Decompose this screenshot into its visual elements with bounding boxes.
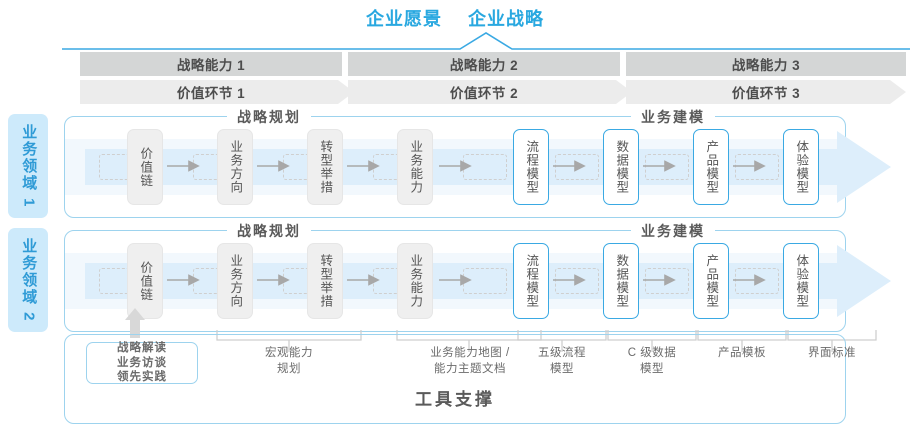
row2-arrow-2 — [347, 274, 380, 286]
row2-node-value-chain-label: 价值链 — [138, 260, 153, 302]
tool-label-macro-capability-text: 宏观能力规划 — [265, 347, 313, 375]
row1-node-value-chain-label: 价值链 — [138, 146, 153, 188]
row2-node-data-model[interactable]: 数据模型 — [603, 243, 639, 319]
row1-node-product-model[interactable]: 产品模型 — [693, 129, 729, 205]
value-chain-label-3: 价值环节 3 — [731, 86, 801, 101]
row2-dash-6 — [645, 268, 689, 294]
domain-tag-2: 业务领域 2 — [8, 228, 48, 332]
row1-node-value-chain[interactable]: 价值链 — [127, 129, 163, 205]
title-enterprise-vision: 企业愿景 — [366, 9, 442, 29]
tool-label-macro-capability: 宏观能力规划 — [234, 346, 344, 377]
tool-support-container — [64, 334, 846, 424]
row2-node-product-model-label: 产品模型 — [704, 254, 719, 308]
row1-arrow-0 — [167, 160, 200, 172]
row2-node-business-direction-label: 业务方向 — [228, 254, 243, 308]
row1-arrow-2 — [347, 160, 380, 172]
row1-node-experience-model[interactable]: 体验模型 — [783, 129, 819, 205]
row2-arrow-1 — [257, 274, 290, 286]
row2-node-data-model-label: 数据模型 — [614, 254, 629, 308]
business-domain-row-1: 价值链 业务方向 转型举措 业务能力 流程模型 数据模型 产品模型 体验模型 战… — [64, 107, 891, 218]
row1-node-transformation-measures-label: 转型举措 — [318, 140, 333, 194]
row2-arrow-0 — [167, 274, 200, 286]
row1-arrow-4 — [553, 160, 586, 172]
value-chain-header-row: 价值环节 1 价值环节 2 价值环节 3 — [80, 80, 906, 104]
tool-label-capability-map-text: 业务能力地图 /能力主题文档 — [430, 347, 510, 375]
row1-node-business-direction-label: 业务方向 — [228, 140, 243, 194]
value-chain-up-arrow-icon — [125, 308, 145, 338]
row1-node-process-model-label: 流程模型 — [524, 140, 539, 194]
row1-section-strategy-planning: 战略规划 — [227, 107, 311, 127]
row2-arrow-5 — [643, 274, 676, 286]
row1-arrow-6 — [733, 160, 766, 172]
row1-arrow-5 — [643, 160, 676, 172]
domain-label-1: 业务领域 1 — [20, 123, 38, 209]
row1-dash-7 — [735, 154, 779, 180]
row1-dash-5 — [555, 154, 599, 180]
tool-label-five-level-process: 五级流程模型 — [507, 346, 617, 377]
row2-dash-5 — [555, 268, 599, 294]
capability-header-1: 战略能力 1 — [80, 52, 342, 76]
capability-header-3: 战略能力 3 — [626, 52, 906, 76]
row2-node-transformation-measures[interactable]: 转型举措 — [307, 243, 343, 319]
row2-node-product-model[interactable]: 产品模型 — [693, 243, 729, 319]
row2-node-business-capability-label: 业务能力 — [408, 254, 423, 308]
row2-arrow-4 — [553, 274, 586, 286]
row1-node-experience-model-label: 体验模型 — [794, 140, 809, 194]
row2-node-experience-model[interactable]: 体验模型 — [783, 243, 819, 319]
row1-section-business-modeling: 业务建模 — [631, 107, 715, 127]
domain-tag-1: 业务领域 1 — [8, 114, 48, 218]
row2-section-business-modeling: 业务建模 — [631, 221, 715, 241]
row2-section-strategy-planning: 战略规划 — [227, 221, 311, 241]
tool-label-capability-map: 业务能力地图 /能力主题文档 — [412, 346, 528, 377]
tool-label-five-level-process-text: 五级流程模型 — [538, 347, 586, 375]
row2-arrow-3 — [439, 274, 472, 286]
tool-label-product-template-text: 产品模板 — [718, 347, 766, 359]
bracket-connectors — [216, 330, 877, 352]
value-chain-label-1: 价值环节 1 — [176, 86, 246, 101]
row2-node-process-model[interactable]: 流程模型 — [513, 243, 549, 319]
tool-label-c-level-data-text: C 级数据模型 — [627, 347, 677, 375]
tool-support-title: 工具支撑 — [415, 390, 495, 409]
tool-highlight-box[interactable]: 战略解读业务访谈领先实践 — [86, 342, 198, 384]
tool-label-ui-standard: 界面标准 — [777, 346, 887, 362]
caret-divider — [62, 30, 910, 52]
row1-node-transformation-measures[interactable]: 转型举措 — [307, 129, 343, 205]
row2-node-experience-model-label: 体验模型 — [794, 254, 809, 308]
row2-dash-7 — [735, 268, 779, 294]
value-chain-label-2: 价值环节 2 — [449, 86, 519, 101]
row2-node-business-direction[interactable]: 业务方向 — [217, 243, 253, 319]
tool-label-product-template: 产品模板 — [687, 346, 797, 362]
tool-highlight-label: 战略解读业务访谈领先实践 — [117, 341, 167, 384]
domain-label-2: 业务领域 2 — [20, 237, 38, 323]
row1-node-business-capability-label: 业务能力 — [408, 140, 423, 194]
row1-node-product-model-label: 产品模型 — [704, 140, 719, 194]
tool-label-c-level-data: C 级数据模型 — [597, 346, 707, 377]
row2-node-value-chain[interactable]: 价值链 — [127, 243, 163, 319]
row1-node-data-model[interactable]: 数据模型 — [603, 129, 639, 205]
row1-dash-6 — [645, 154, 689, 180]
row1-node-data-model-label: 数据模型 — [614, 140, 629, 194]
capability-header-row: 战略能力 1 战略能力 2 战略能力 3 — [80, 52, 906, 76]
row1-arrow-3 — [439, 160, 472, 172]
title-enterprise-strategy: 企业战略 — [468, 9, 544, 29]
row2-node-business-capability[interactable]: 业务能力 — [397, 243, 433, 319]
business-domain-row-2: 价值链 业务方向 转型举措 业务能力 流程模型 数据模型 产品模型 体验模型 战… — [64, 221, 891, 332]
row2-arrow-6 — [733, 274, 766, 286]
tool-label-ui-standard-text: 界面标准 — [808, 347, 856, 359]
top-title-group: 企业愿景 企业战略 — [0, 5, 910, 31]
row2-node-transformation-measures-label: 转型举措 — [318, 254, 333, 308]
row2-node-process-model-label: 流程模型 — [524, 254, 539, 308]
row1-node-business-direction[interactable]: 业务方向 — [217, 129, 253, 205]
capability-header-2: 战略能力 2 — [348, 52, 620, 76]
row1-node-process-model[interactable]: 流程模型 — [513, 129, 549, 205]
row1-node-business-capability[interactable]: 业务能力 — [397, 129, 433, 205]
row1-arrow-1 — [257, 160, 290, 172]
